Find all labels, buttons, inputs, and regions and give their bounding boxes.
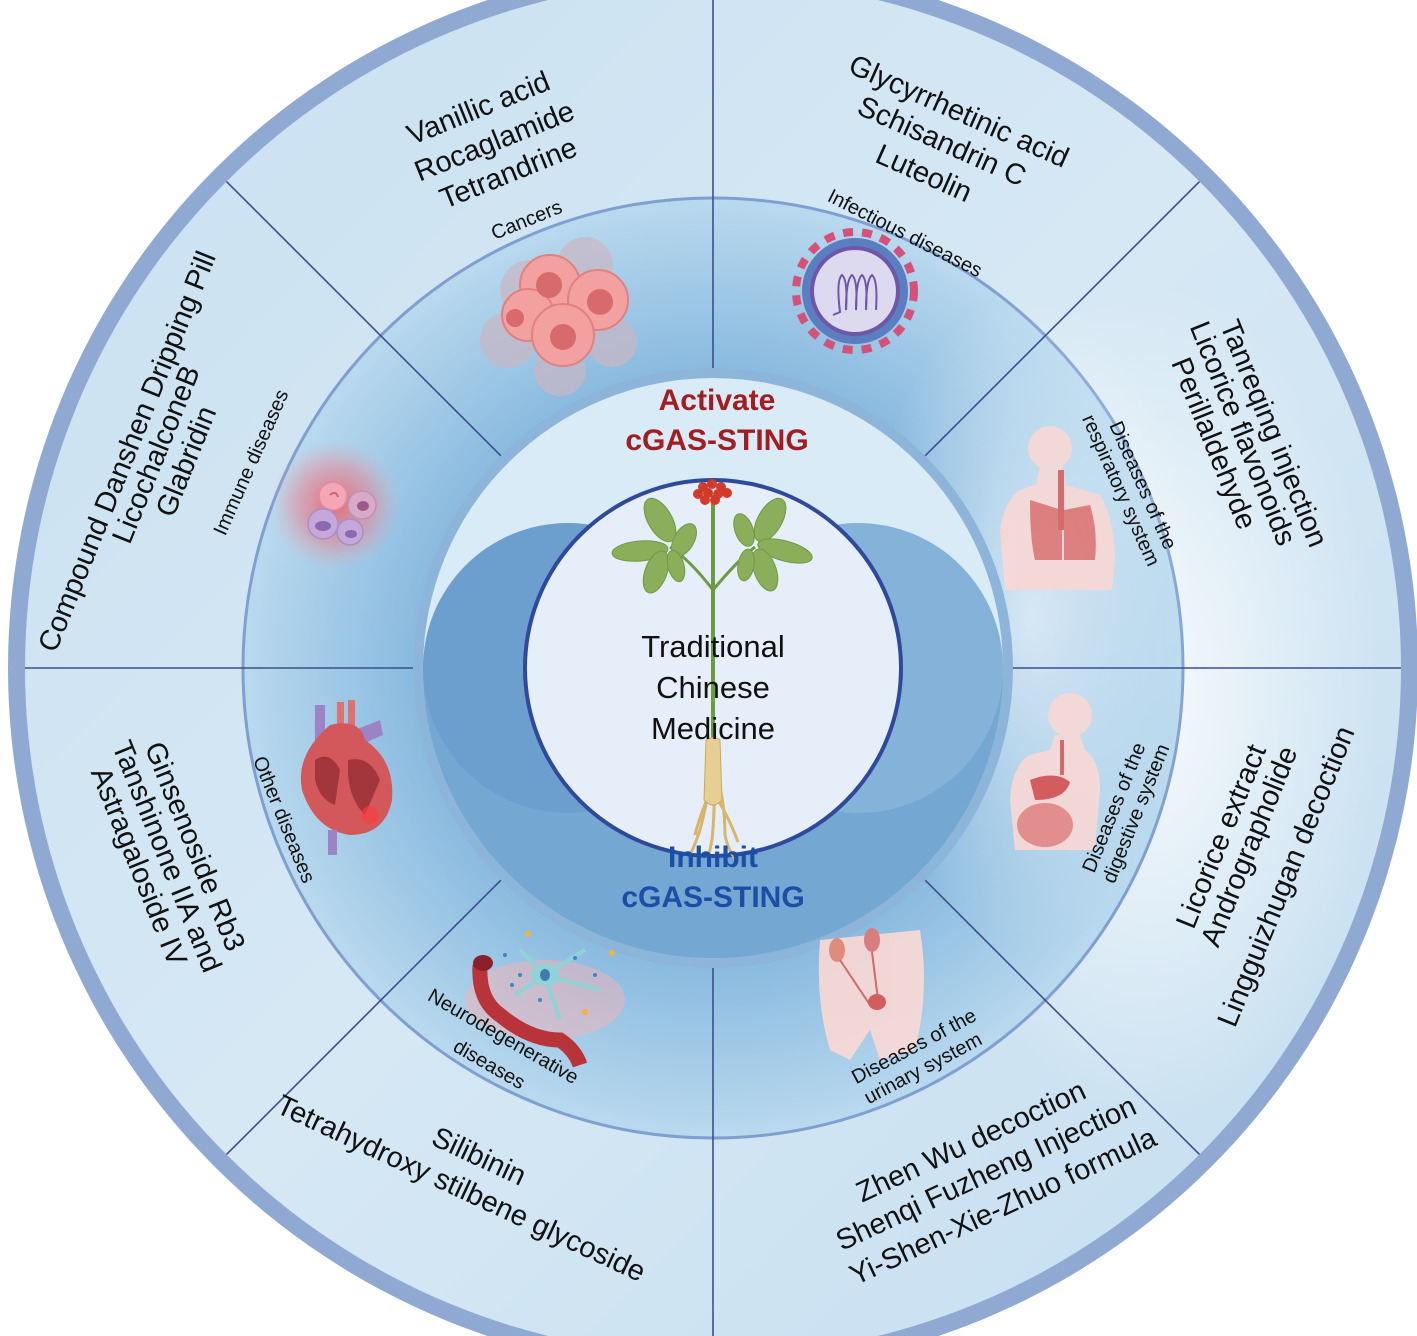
neuron-icon bbox=[465, 931, 625, 1068]
center-title-line-2: Chinese bbox=[656, 670, 770, 705]
center-title-line-1: Traditional bbox=[641, 629, 785, 664]
immune-cells-icon bbox=[270, 440, 400, 570]
segment-dividers bbox=[25, 0, 1401, 1336]
heart-icon bbox=[300, 700, 393, 855]
activate-cgas-sting-label: cGAS-STING bbox=[625, 424, 808, 457]
digestive-system-icon bbox=[1010, 693, 1100, 850]
segment-divider bbox=[924, 180, 1201, 457]
segment-divider bbox=[924, 879, 1201, 1156]
virus-icon bbox=[792, 228, 918, 354]
inhibit-label: Inhibit bbox=[668, 841, 758, 874]
respiratory-system-icon bbox=[1000, 426, 1115, 590]
urinary-system-icon bbox=[818, 928, 924, 1060]
segment-divider bbox=[225, 879, 502, 1156]
activate-label: Activate bbox=[659, 384, 776, 417]
center-title-line-3: Medicine bbox=[651, 711, 775, 746]
segment-divider bbox=[225, 180, 502, 457]
inhibit-cgas-sting-label: cGAS-STING bbox=[621, 881, 804, 914]
ginseng-plant-icon bbox=[611, 479, 813, 859]
cancer-cells-icon bbox=[480, 237, 637, 396]
